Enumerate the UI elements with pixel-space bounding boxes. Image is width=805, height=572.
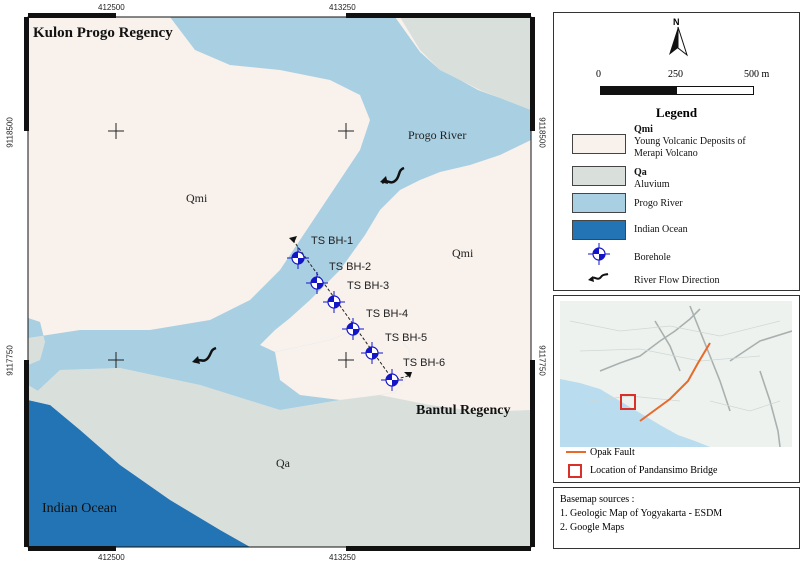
map-canvas: TS BH-1 TS BH-2 TS BH-3 TS BH-4 TS BH-5 … (24, 13, 535, 551)
legend-code-qa: Qa (634, 167, 647, 178)
legend-swatch-qa (572, 166, 626, 186)
legend-label-flow: River Flow Direction (634, 275, 720, 286)
label-qa: Qa (276, 456, 291, 470)
bantul-land (275, 330, 410, 400)
legend-code-qmi: Qmi (634, 124, 653, 135)
sources-item-2: 2. Google Maps (560, 522, 625, 533)
legend-swatch-river (572, 193, 626, 213)
inset-legend-bridge-icon (568, 464, 582, 478)
legend-flow-icon (588, 273, 609, 282)
borehole-label-4: TS BH-4 (366, 308, 408, 320)
tick-top-left: 412500 (98, 3, 125, 12)
borehole-label-3: TS BH-3 (347, 280, 389, 292)
label-qmi-left: Qmi (186, 191, 208, 205)
sources-panel: Basemap sources : 1. Geologic Map of Yog… (553, 487, 800, 549)
borehole-marker-3 (323, 291, 345, 313)
legend-swatch-ocean (572, 220, 626, 240)
legend-label-river: Progo River (634, 198, 683, 209)
inset-map (560, 301, 792, 447)
inset-legend-opak: Opak Fault (590, 447, 635, 458)
qa-area-upper (400, 17, 531, 110)
legend-label-ocean: Indian Ocean (634, 224, 688, 235)
sources-title: Basemap sources : (560, 494, 635, 505)
borehole-marker-5 (361, 342, 383, 364)
tick-bottom-left: 412500 (98, 553, 125, 562)
legend-label-qmi: Young Volcanic Deposits of (634, 136, 746, 147)
north-label: N (673, 17, 680, 27)
scale-label-250: 250 (668, 69, 683, 80)
label-kulon-progo: Kulon Progo Regency (33, 25, 173, 41)
tick-bottom-right: 413250 (329, 553, 356, 562)
legend-title: Legend (655, 105, 698, 120)
borehole-label-6: TS BH-6 (403, 357, 445, 369)
label-progo-river: Progo River (408, 128, 466, 142)
borehole-markers (287, 247, 403, 391)
inset-legend-bridge: Location of Pandansimo Bridge (590, 465, 718, 476)
coast-strip (28, 385, 50, 405)
scale-label-0: 0 (596, 69, 601, 80)
borehole-marker-2 (306, 272, 328, 294)
borehole-label-1: TS BH-1 (311, 235, 353, 247)
scale-label-500: 500 m (744, 69, 770, 80)
inset-panel: Opak Fault Location of Pandansimo Bridge (553, 295, 800, 483)
map-frame (27, 16, 532, 548)
grid-crosses (108, 123, 354, 368)
legend-label-qa: Aluvium (634, 179, 670, 190)
label-indian-ocean: Indian Ocean (42, 501, 117, 516)
indian-ocean-area (28, 400, 250, 547)
borehole-marker-4 (342, 318, 364, 340)
inset-legend-fault-icon (566, 451, 586, 453)
legend-swatch-qmi (572, 134, 626, 154)
north-arrow-icon (669, 26, 688, 57)
scale-bar (600, 86, 754, 95)
label-bantul: Bantul Regency (416, 403, 511, 418)
legend-panel: N 0 250 500 m Legend Qmi Young Volcanic … (553, 12, 800, 291)
main-map: 412500 413250 412500 413250 9118500 9117… (6, 3, 547, 562)
borehole-marker-6 (381, 369, 403, 391)
legend-borehole-icon (588, 243, 610, 265)
legend-label-borehole: Borehole (634, 252, 671, 263)
tick-top-right: 413250 (329, 3, 356, 12)
sources-item-1: 1. Geologic Map of Yogyakarta - ESDM (560, 508, 723, 519)
inset-opak-fault (639, 342, 711, 422)
progo-river-area (28, 17, 531, 410)
label-qmi-right: Qmi (452, 246, 474, 260)
borehole-marker-1 (287, 247, 309, 269)
borehole-label-5: TS BH-5 (385, 332, 427, 344)
legend-label-qmi-2: Merapi Volcano (634, 148, 698, 159)
borehole-label-2: TS BH-2 (329, 261, 371, 273)
inset-bridge-marker (620, 394, 636, 410)
frame-scale-bars (24, 13, 535, 551)
